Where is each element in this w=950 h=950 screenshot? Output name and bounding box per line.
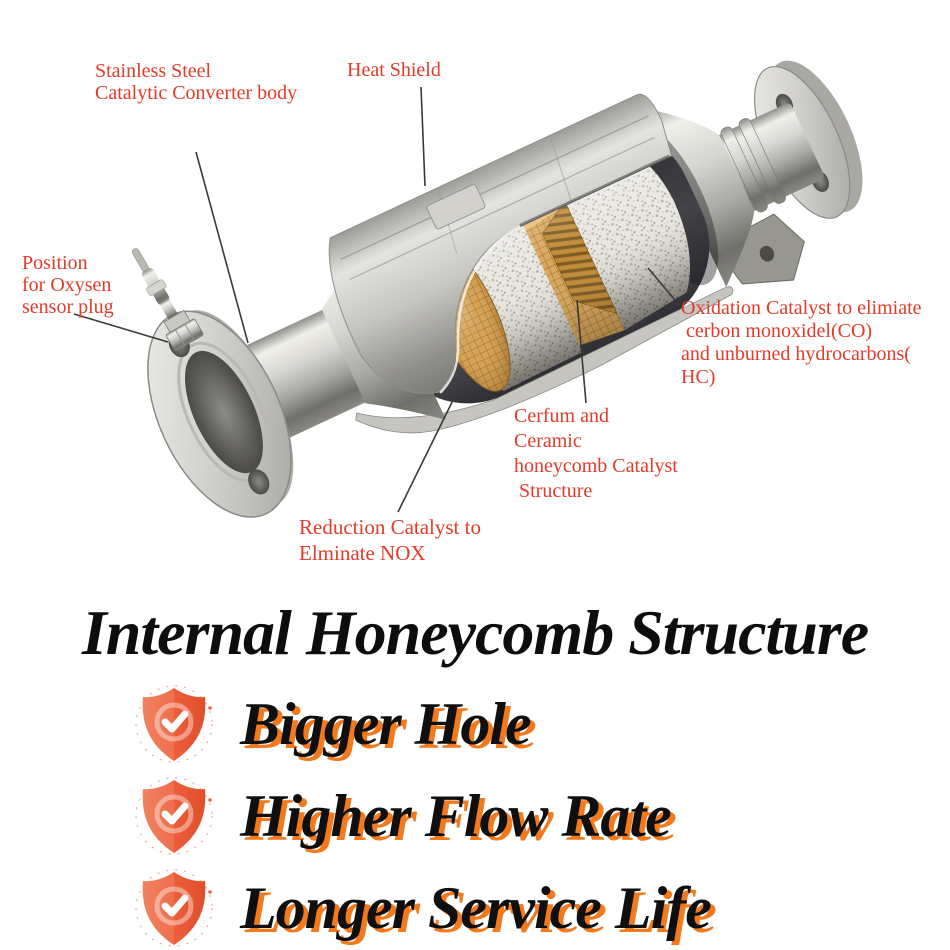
feature-label: Bigger Hole [240,691,532,757]
leader-oxidation [647,267,681,307]
inlet-bolt-hole [248,469,270,495]
feature-row: Bigger Hole [134,680,532,768]
lower-shell [355,286,734,434]
catalytic-converter-illustration [73,60,863,518]
bracket-hole [759,245,775,262]
feature-label: Longer Service Life [240,875,712,941]
feature-row: Longer Service Life [134,864,712,950]
mounting-bracket [713,213,805,285]
shield-check-icon [134,682,214,766]
converter-body-group [147,60,863,518]
label-converter-body: Stainless Steel Catalytic Converter body [95,60,298,104]
label-reduction-catalyst: Reduction Catalyst to Elminate NOX [299,515,481,565]
feature-row: Higher Flow Rate [134,772,672,860]
leader-body [195,151,249,344]
leader-reduction [397,391,458,513]
label-honeycomb-structure: Cerfum and Ceramic honeycomb Catalyst St… [514,405,678,502]
heat-shield-patch [426,184,486,230]
shield-check-icon [134,866,214,950]
leader-lines [73,86,681,513]
inlet-opening [185,350,263,474]
label-oxygen-sensor: Position for Oxysen sensor plug [22,252,114,318]
label-heat-shield: Heat Shield [347,59,441,81]
leader-heat-shield [420,86,426,187]
leader-honeycomb [576,299,587,404]
leader-oxygen-sensor [73,313,169,343]
oxygen-sensor-plug [131,248,204,351]
headline: Internal Honeycomb Structure [81,597,869,668]
shield-check-icon [134,774,214,858]
label-oxidation-catalyst: Oxidation Catalyst to elimiate cerbon mo… [681,297,922,388]
feature-label: Higher Flow Rate [240,783,672,849]
